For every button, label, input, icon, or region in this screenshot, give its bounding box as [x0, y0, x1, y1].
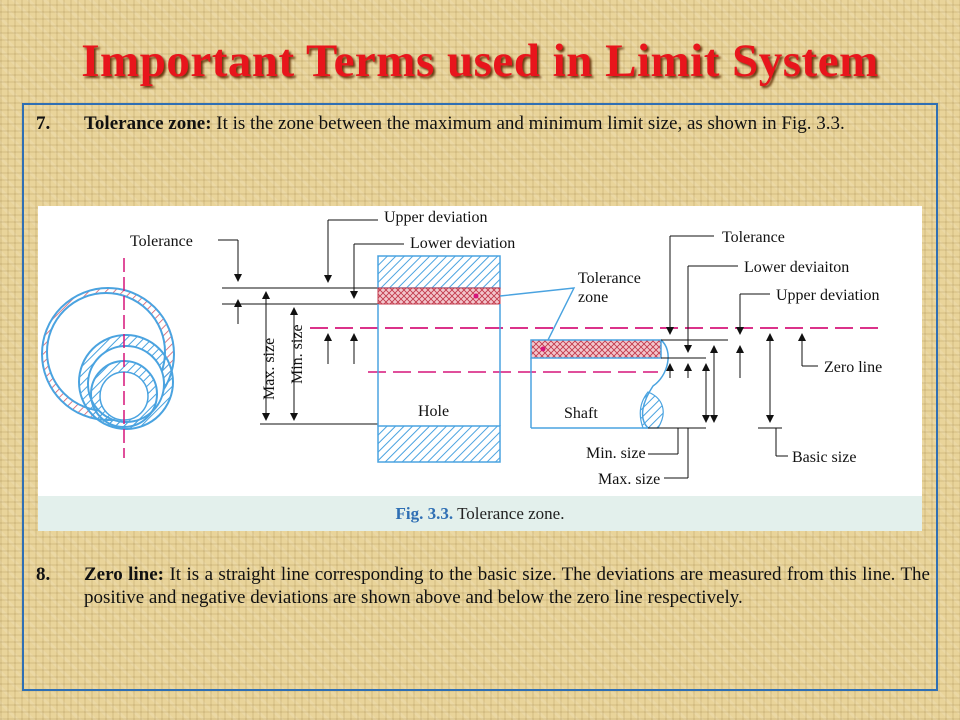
zero-line-label: Zero line	[798, 333, 882, 376]
caption-band	[38, 496, 922, 531]
tolerance-zone-callout: Tolerance zone	[499, 270, 641, 345]
svg-text:Min. size: Min. size	[289, 324, 306, 384]
svg-text:Lower deviaiton: Lower deviaiton	[744, 259, 849, 276]
svg-text:Upper deviation: Upper deviation	[384, 209, 488, 226]
item-7-text: It is the zone between the maximum and m…	[211, 113, 845, 134]
tolerance-zone-diagram: Tolerance Max. size Min. size Upper devi…	[41, 209, 882, 488]
svg-text:Upper deviation: Upper deviation	[776, 287, 880, 304]
tolerance-right-dimension: Tolerance	[666, 229, 785, 378]
svg-text:Shaft: Shaft	[564, 405, 598, 422]
tolerance-zone-figure: Tolerance Max. size Min. size Upper devi…	[38, 206, 922, 531]
item-7-paragraph: 7. Tolerance zone: It is the zone betwee…	[36, 112, 916, 135]
item-8-term: Zero line:	[84, 564, 165, 585]
figure-caption-text: Tolerance zone.	[453, 504, 565, 523]
content-frame	[22, 103, 938, 691]
svg-text:Tolerance: Tolerance	[722, 229, 785, 246]
lower-deviation-right-dimension: Lower deviaiton	[684, 259, 849, 378]
item-8-paragraph: 8. Zero line: It is a straight line corr…	[36, 563, 930, 609]
svg-text:Lower deviation: Lower deviation	[410, 235, 515, 252]
figure-caption-number: Fig. 3.3.	[395, 504, 454, 523]
deviation-top-dimensions: Upper deviation Lower deviation	[324, 209, 515, 364]
tolerance-left-dimension: Tolerance	[130, 233, 264, 324]
item-8-text: It is a straight line corresponding to t…	[84, 564, 930, 608]
figure-caption: Fig. 3.3. Tolerance zone.	[38, 504, 922, 524]
svg-text:Tolerance: Tolerance	[130, 233, 193, 250]
svg-text:Hole: Hole	[418, 403, 449, 420]
svg-text:Max. size: Max. size	[261, 338, 278, 400]
svg-text:Max. size: Max. size	[598, 471, 660, 488]
upper-deviation-right-dimension: Upper deviation	[736, 287, 880, 378]
item-7-term: Tolerance zone:	[84, 113, 212, 134]
svg-text:Zero line: Zero line	[824, 359, 882, 376]
hole-block: Hole	[377, 255, 501, 463]
svg-text:zone: zone	[578, 289, 608, 306]
max-min-size-left: Max. size Min. size	[261, 291, 306, 421]
circles-group	[41, 258, 175, 458]
svg-text:Basic size: Basic size	[792, 449, 856, 466]
min-max-size-right: Min. size Max. size	[586, 345, 718, 488]
shaft-block: Shaft	[530, 339, 669, 429]
item-8-number: 8.	[36, 564, 51, 585]
slide-title: Important Terms used in Limit System	[81, 35, 879, 87]
basic-size-dimension: Basic size	[758, 333, 856, 466]
item-7-number: 7.	[36, 113, 51, 134]
svg-text:Tolerance: Tolerance	[578, 270, 641, 287]
svg-text:Min. size: Min. size	[586, 445, 646, 462]
